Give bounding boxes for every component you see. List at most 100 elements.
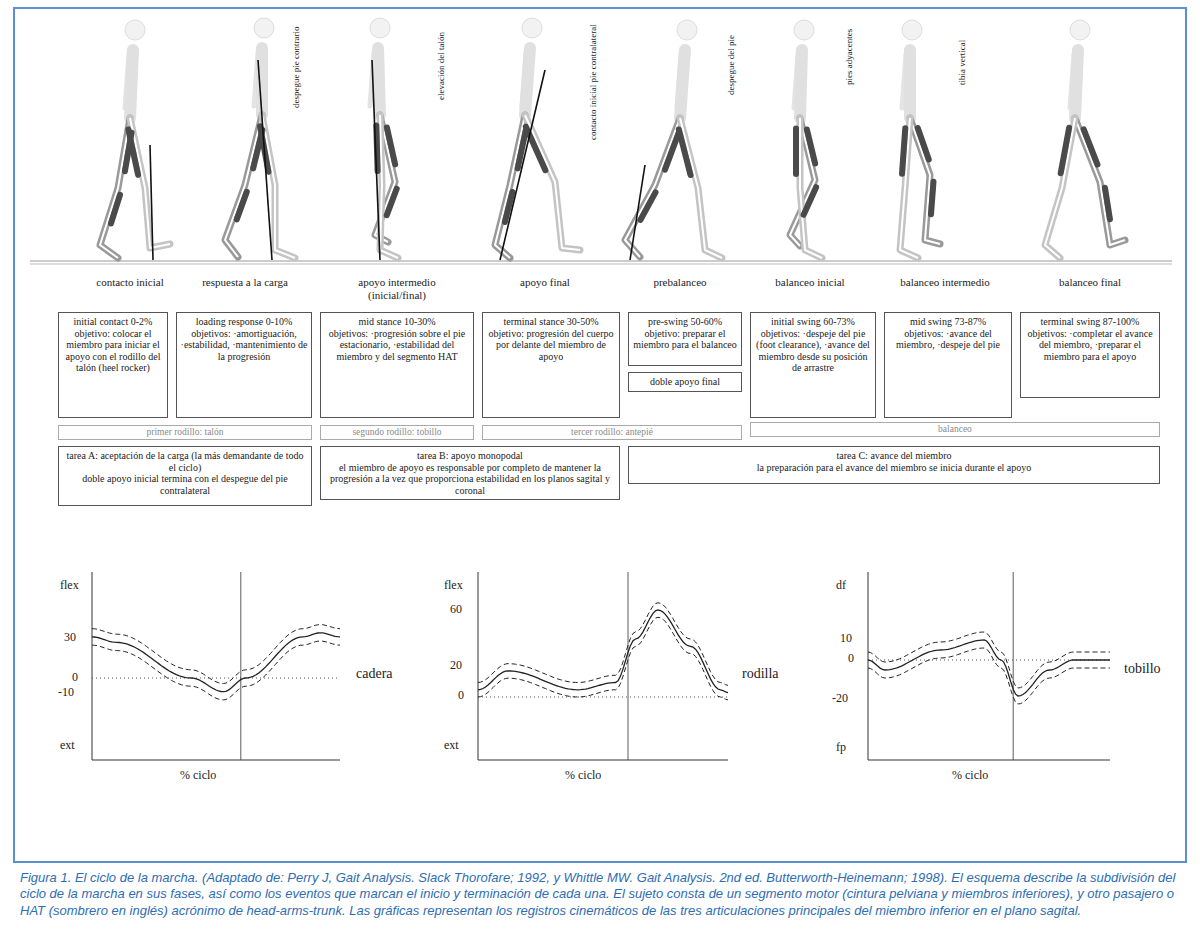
walking-figure <box>1045 20 1125 258</box>
figure-head <box>370 18 390 38</box>
axis-label: 0 <box>72 670 78 685</box>
axis-label: 0 <box>848 651 854 666</box>
box-heading: mid swing 73-87% <box>888 316 1008 328</box>
figure-caption: Figura 1. El ciclo de la marcha. (Adapta… <box>20 870 1180 919</box>
axis-label: df <box>836 578 846 593</box>
box-heading: doble apoyo final <box>632 376 738 388</box>
muscle <box>793 129 799 175</box>
figure-head <box>254 18 274 38</box>
box-body: objetivos: ·completar el avance del miem… <box>1024 328 1156 363</box>
zero-line <box>92 678 340 679</box>
rocker-band: tercer rodillo: antepié <box>482 425 742 440</box>
axis-label: % ciclo <box>565 768 601 783</box>
muscle <box>931 182 934 215</box>
box-body: objetivos: ·amortiguación, ·estabilidad,… <box>180 328 308 363</box>
sd-curve <box>92 625 340 684</box>
sd-curve <box>478 603 728 686</box>
box-heading: initial swing 60-73% <box>754 316 872 328</box>
phase-box: doble apoyo final <box>628 372 742 392</box>
axis-label: -10 <box>58 685 74 700</box>
ground-line <box>30 264 1172 265</box>
box-body: objetivos: ·despeje del pie (foot cleara… <box>754 328 872 374</box>
axis-label: % ciclo <box>180 768 216 783</box>
muscle <box>253 130 262 169</box>
figure-leg <box>1075 118 1125 245</box>
mean-curve <box>868 640 1110 696</box>
gait-event: elevación del talón <box>437 32 446 100</box>
kinematic-charts <box>92 572 1110 760</box>
phase-name: apoyo intermedio (inicial/final) <box>332 276 462 301</box>
phase-box: initial contact 0-2%objetivo: colocar el… <box>58 312 168 418</box>
ground-reaction-line <box>258 60 272 260</box>
joint-name: cadera <box>356 666 393 682</box>
box-body: objetivo: colocar el miembro para inicia… <box>62 328 164 374</box>
joint-chart <box>92 572 340 760</box>
phase-box: initial swing 60-73%objetivos: ·despeje … <box>750 312 876 418</box>
muscle <box>918 128 929 159</box>
axis-label: flex <box>444 578 463 593</box>
figure-leg <box>1045 118 1075 258</box>
walking-figure <box>225 18 295 260</box>
toe-off-line <box>240 572 241 760</box>
figure-head <box>522 18 542 38</box>
figure-frame <box>14 8 1186 862</box>
phase-name: prebalanceo <box>615 276 745 289</box>
figure-leg <box>130 118 170 248</box>
figure-leg <box>910 118 940 244</box>
ground-reaction-line <box>630 165 645 260</box>
figure-leg <box>910 118 940 244</box>
axis-label: flex <box>60 578 79 593</box>
muscle <box>1084 129 1098 164</box>
axis-label: 60 <box>450 602 462 617</box>
walking-figure <box>495 18 580 260</box>
phase-box: mid stance 10-30%objetivos: ·progresión … <box>320 312 474 418</box>
figure-leg <box>495 115 525 258</box>
figure-leg <box>225 115 262 257</box>
chart-axis <box>868 572 1110 760</box>
task-box: tarea A: aceptación de la carga (la más … <box>58 446 312 506</box>
toe-off-line <box>628 572 629 760</box>
figure-leg <box>130 118 170 248</box>
box-body: el miembro de apoyo es responsable por c… <box>324 462 616 497</box>
walking-figure <box>370 18 398 260</box>
box-body: doble apoyo inicial termina con el despe… <box>62 473 308 496</box>
box-heading: tarea C: avance del miembro <box>632 450 1156 462</box>
muscle <box>665 133 679 170</box>
axis-label: 0 <box>458 688 464 703</box>
phase-name: balanceo intermedio <box>880 276 1010 289</box>
box-heading: tarea A: aceptación de la carga (la más … <box>62 450 308 473</box>
task-box: tarea B: apoyo monopodalel miembro de ap… <box>320 446 620 500</box>
box-heading: segundo rodillo: tobillo <box>324 427 470 438</box>
figure-leg <box>525 115 580 250</box>
sd-curve <box>92 641 340 700</box>
sd-curve <box>868 632 1110 688</box>
box-heading: mid stance 10-30% <box>324 316 470 328</box>
figure-head <box>794 20 814 40</box>
figure-trunk <box>904 50 916 118</box>
gait-event: tibia vertical <box>958 40 967 85</box>
muscle <box>1061 128 1069 174</box>
figure-trunk <box>256 48 268 115</box>
muscle <box>125 133 132 172</box>
axis-label: -20 <box>832 691 848 706</box>
rocker-band: balanceo <box>750 422 1160 437</box>
muscle <box>518 130 526 169</box>
muscle <box>1105 188 1110 220</box>
joint-name: rodilla <box>742 666 779 682</box>
walking-figure <box>900 20 940 258</box>
phase-name: balanceo inicial <box>745 276 875 289</box>
figure-leg <box>100 118 130 258</box>
gait-event: contacto inicial pie contralateral <box>589 24 598 140</box>
figure-leg <box>495 115 525 258</box>
toe-off-line <box>1013 572 1014 760</box>
axis-label: 10 <box>840 631 852 646</box>
walking-figure <box>100 20 170 260</box>
gait-event: despegue pie contrario <box>292 27 301 108</box>
muscle <box>807 129 815 163</box>
walking-figure <box>790 20 822 258</box>
phase-name: contacto inicial <box>65 276 195 289</box>
box-heading: tercer rodillo: antepié <box>486 427 738 438</box>
mean-curve <box>478 610 728 693</box>
box-heading: primer rodillo: talón <box>62 427 308 438</box>
axis-label: % ciclo <box>952 768 988 783</box>
